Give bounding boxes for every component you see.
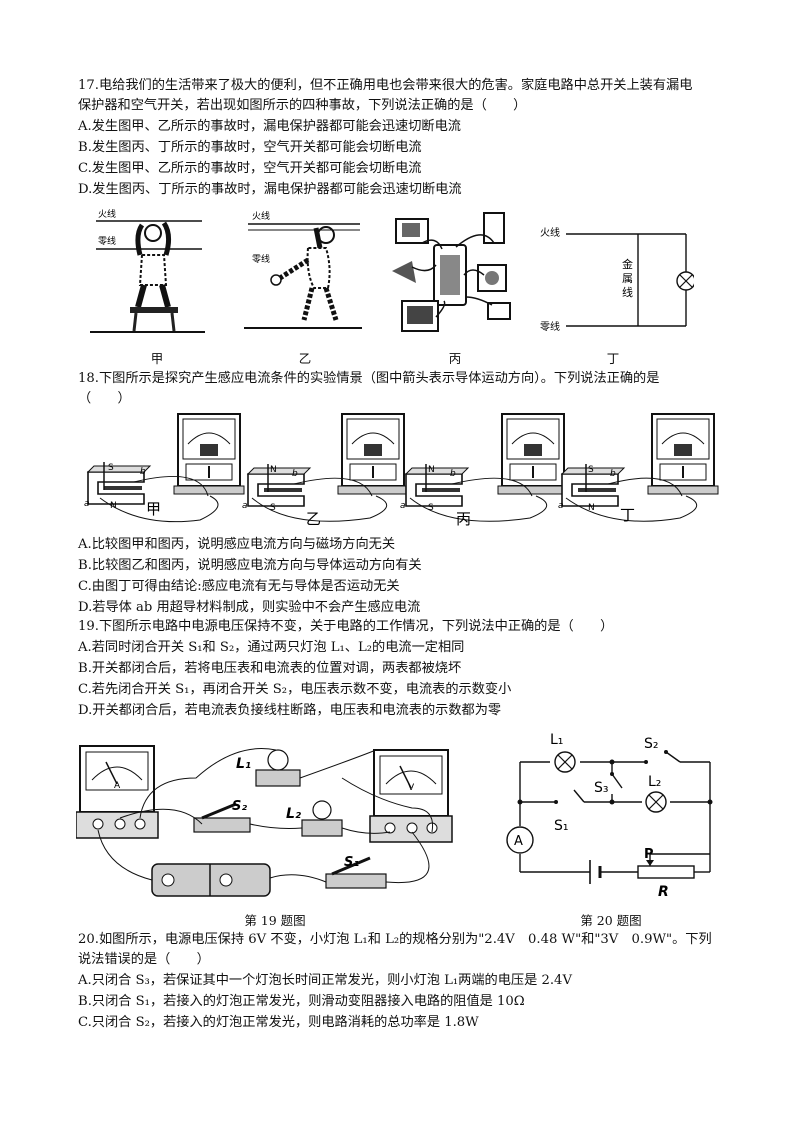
conductor-end-b: b xyxy=(292,469,298,479)
live-wire-label: 火线 xyxy=(540,226,560,239)
svg-text:A: A xyxy=(514,834,523,849)
neutral-wire-label: 零线 xyxy=(98,235,116,247)
q18-figure: S N b a 甲 N S b a 乙 N S b a 丙 S xyxy=(84,413,719,528)
q20-option-c: C.只闭合 S₂，若接入的灯泡正常发光，则电路消耗的总功率是 1.8W xyxy=(78,1015,479,1030)
q17-stem-line1: 17.电给我们的生活带来了极大的便利，但不正确用电也会带来很大的危害。家庭电路中… xyxy=(78,78,693,93)
q17-option-c: C.发生图甲、乙所示的事故时，空气开关都可能会切断电流 xyxy=(78,161,422,176)
q20-option-a: A.只闭合 S₃，若保证其中一个灯泡长时间正常发光，则小灯泡 L₁两端的电压是 … xyxy=(78,973,572,988)
q19-figure: A V L₁ L₂ S₂ S₁ xyxy=(76,745,453,897)
q20-caption: 第 20 题图 xyxy=(580,913,642,928)
ammeter-symbol: A xyxy=(506,826,534,854)
svg-text:V: V xyxy=(408,783,415,793)
q20-stem-line2: 说法错误的是（ ） xyxy=(78,952,210,967)
metal-wire-label-3: 线 xyxy=(622,285,633,299)
pole-label: S xyxy=(428,503,434,513)
metal-wire-label-1: 金 xyxy=(622,257,633,271)
s1-label: S₁ xyxy=(554,818,569,834)
q17-figure-yi: 火线 零线 xyxy=(244,210,362,329)
pole-label: N xyxy=(270,465,277,475)
q19-option-b: B.开关都闭合后，若将电压表和电流表的位置对调，两表都被烧坏 xyxy=(78,661,462,676)
conductor-end-a: a xyxy=(400,501,406,511)
battery xyxy=(151,863,271,897)
q18-label-bing: 丙 xyxy=(456,510,471,528)
q18-setup-ding: S N b a 丁 xyxy=(558,413,719,524)
conductor-end-a: a xyxy=(242,501,248,511)
q17-stem-line2: 保护器和空气开关，若出现如图所示的四种事故，下列说法正确的是（ ） xyxy=(78,98,527,113)
rheostat-symbol: P R xyxy=(637,847,695,900)
q18-option-d: D.若导体 ab 用超导材料制成，则实验中不会产生感应电流 xyxy=(78,600,421,615)
q19-caption: 第 19 题图 xyxy=(244,913,306,928)
pole-label: S xyxy=(108,463,114,473)
q19-option-a: A.若同时闭合开关 S₁和 S₂，通过两只灯泡 L₁、L₂的电流一定相同 xyxy=(78,640,465,655)
q18-setup-yi: N S b a 乙 xyxy=(242,413,409,528)
q19-option-c: C.若先闭合开关 S₁，再闭合开关 S₂，电压表示数不变，电流表的示数变小 xyxy=(78,682,512,697)
q17-label-jia: 甲 xyxy=(150,351,164,366)
q17-figure-ding: 火线 零线 金 属 线 xyxy=(540,226,694,333)
pole-label: N xyxy=(428,465,435,475)
q19-option-d: D.开关都闭合后，若电流表负接线柱断路，电压表和电流表的示数都为零 xyxy=(78,703,502,718)
neutral-wire-label: 零线 xyxy=(540,320,560,333)
pole-label: S xyxy=(270,503,276,513)
neutral-wire-label: 零线 xyxy=(252,253,270,265)
q18-label-jia: 甲 xyxy=(146,500,161,518)
switch-s2: S₂ xyxy=(193,799,251,833)
pole-label: N xyxy=(110,501,117,511)
q17-option-b: B.发生图丙、丁所示的事故时，空气开关都可能会切断电流 xyxy=(78,140,422,155)
q17-figure-jia: 火线 零线 xyxy=(90,208,205,333)
s2-label: S₂ xyxy=(644,736,659,752)
live-wire-label: 火线 xyxy=(252,210,270,222)
conductor-end-a: a xyxy=(84,499,90,509)
s3-label: S₃ xyxy=(594,780,609,796)
svg-text:S₁: S₁ xyxy=(344,855,359,870)
lamp-l2: L₂ xyxy=(286,800,343,837)
q17-label-yi: 乙 xyxy=(298,351,312,366)
q17-label-bing: 丙 xyxy=(448,351,462,366)
svg-text:R: R xyxy=(658,884,669,900)
svg-text:L₁: L₁ xyxy=(550,732,563,748)
q20-stem-line1: 20.如图所示，电源电压保持 6V 不变，小灯泡 L₁和 L₂的规格分别为"2.… xyxy=(78,932,712,947)
q19-stem: 19.下图所示电路中电源电压保持不变，关于电路的工作情况，下列说法中正确的是（ … xyxy=(78,619,614,634)
q18-label-ding: 丁 xyxy=(620,506,635,524)
q20-option-b: B.只闭合 S₁，若接入的灯泡正常发光，则滑动变阻器接入电路的阻值是 10Ω xyxy=(78,994,525,1009)
lamp-l1: L₁ xyxy=(236,749,301,787)
q18-stem-line2: （ ） xyxy=(78,391,131,406)
voltmeter: V xyxy=(369,749,453,843)
pole-label: S xyxy=(588,465,594,475)
conductor-end-a: a xyxy=(558,501,564,511)
q18-label-yi: 乙 xyxy=(306,510,321,528)
svg-text:L₁: L₁ xyxy=(236,756,251,772)
metal-wire-label-2: 属 xyxy=(622,272,633,285)
battery-symbol xyxy=(589,860,602,884)
lamp-l1-symbol: L₁ xyxy=(550,732,576,773)
conductor-end-b: b xyxy=(610,469,616,479)
q17-option-d: D.发生图丙、丁所示的事故时，漏电保护器都可能会迅速切断电流 xyxy=(78,182,462,197)
q18-option-b: B.比较图乙和图丙，说明感应电流方向与导体运动方向有关 xyxy=(78,558,422,573)
svg-text:S₂: S₂ xyxy=(232,799,247,814)
q20-figure: L₁ L₂ A P R S₂ S₃ S₁ xyxy=(506,732,713,900)
svg-text:P: P xyxy=(644,847,654,862)
q18-option-a: A.比较图甲和图丙，说明感应电流方向与磁场方向无关 xyxy=(78,537,396,552)
live-wire-label: 火线 xyxy=(98,208,116,220)
q18-option-c: C.由图丁可得由结论:感应电流有无与导体是否运动无关 xyxy=(78,579,400,594)
q18-setup-jia: S N b a 甲 xyxy=(84,413,245,523)
q17-option-a: A.发生图甲、乙所示的事故时，漏电保护器都可能会迅速切断电流 xyxy=(78,119,461,134)
q18-stem-line1: 18.下图所示是探究产生感应电流条件的实验情景（图中箭头表示导体运动方向）。下列… xyxy=(78,371,660,386)
lamp-l2-symbol: L₂ xyxy=(645,774,667,813)
svg-text:A: A xyxy=(114,781,121,791)
svg-text:L₂: L₂ xyxy=(286,806,302,822)
conductor-end-b: b xyxy=(450,469,456,479)
switch-s1: S₁ xyxy=(325,855,387,889)
svg-text:L₂: L₂ xyxy=(648,774,661,790)
pole-label: N xyxy=(588,503,595,513)
q17-label-ding: 丁 xyxy=(606,351,620,366)
conductor-end-b: b xyxy=(140,467,146,477)
q17-figure-bing xyxy=(392,212,511,332)
ammeter: A xyxy=(76,745,159,839)
q18-setup-bing: N S b a 丙 xyxy=(400,413,569,528)
